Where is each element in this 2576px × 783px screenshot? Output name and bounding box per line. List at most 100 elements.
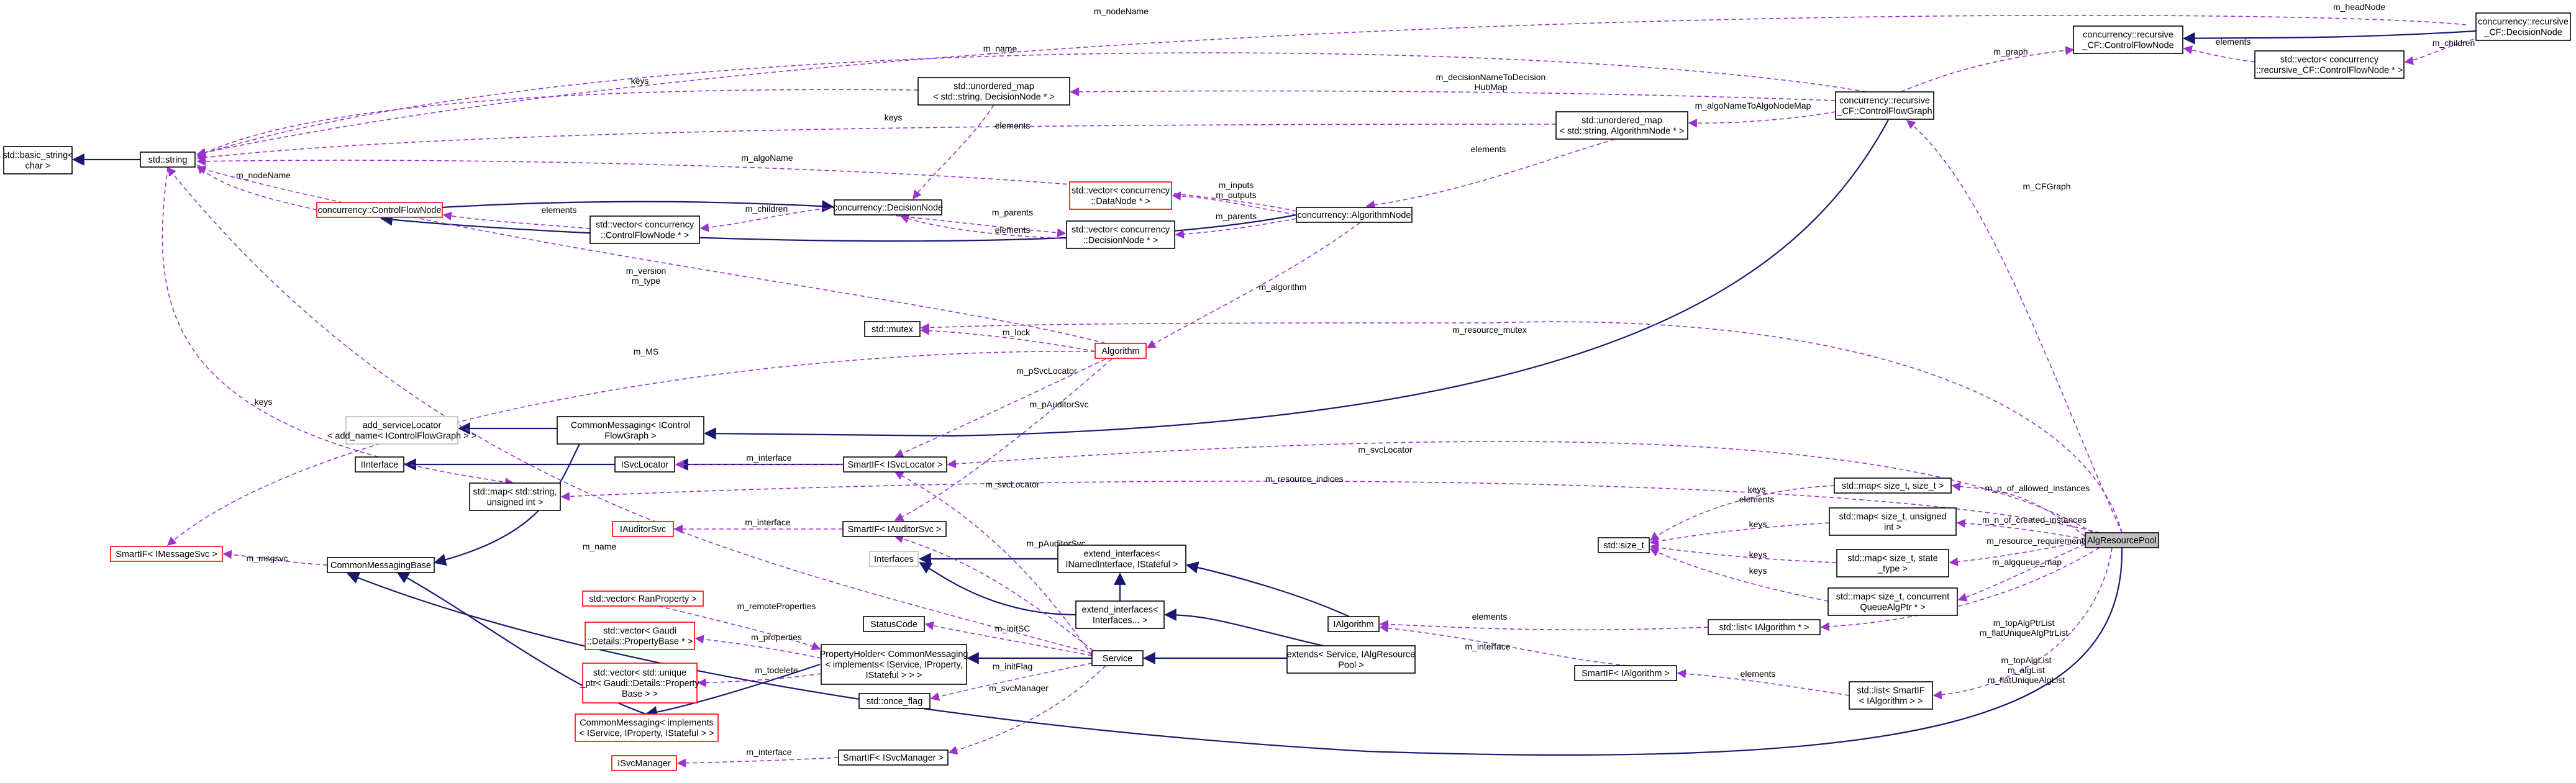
node-alg-resource-pool[interactable]: AlgResourcePool [2085,532,2159,548]
node-algorithm[interactable]: Algorithm [1095,343,1147,359]
node-extend-interfaces-dots[interactable]: extend_interfaces<Interfaces... > [1075,600,1165,629]
node-list-smartif[interactable]: std::list< SmartIF< IAlgorithm > > [1849,681,1933,710]
edge-label-m-topAlgList: m_algList [2008,665,2045,675]
node-map-size-t-state[interactable]: std::map< size_t, state_type > [1836,549,1949,577]
inheritance-edge-16 [1164,609,1324,647]
node-label: extends< Service, IAlgResource [1287,650,1416,660]
node-recursive-cfn[interactable]: concurrency::recursive_CF::ControlFlowNo… [2073,25,2183,54]
node-recursive-cfg[interactable]: concurrency::recursive_CF::ControlFlowGr… [1835,91,1934,120]
node-box [1066,220,1175,249]
node-recursive-decision-node[interactable]: concurrency::recursive_CF::DecisionNode [2475,12,2571,41]
node-smartif-ialgorithm[interactable]: SmartIF< IAlgorithm > [1574,665,1677,681]
usage-edge-49 [560,481,2100,533]
edge-label-m-topAlgList: m_flatUniqueAlgList [1988,675,2065,685]
node-ialgorithm[interactable]: IAlgorithm [1327,616,1380,632]
node-label: Base > > [622,689,658,699]
edge-label-m-resource-requirements: m_resource_requirements [1987,536,2088,546]
node-label: Pool > [1338,661,1364,671]
node-label: SmartIF< ISvcLocator > [847,460,942,470]
node-vector-unique-ptr[interactable]: std::vector< std::unique_ptr< Gaudi::Det… [580,663,699,704]
node-service[interactable]: Service [1091,650,1144,666]
node-unordered-map-algorithm[interactable]: std::unordered_map< std::string, Algorit… [1555,111,1688,140]
node-label: StatusCode [870,620,917,630]
usage-edge-40 [1146,222,1361,348]
node-box [1827,587,1958,616]
node-smartif-isvclocator[interactable]: SmartIF< ISvcLocator > [843,456,947,473]
node-map-size-t-size-t[interactable]: std::map< size_t, size_t > [1834,477,1952,494]
node-once-flag[interactable]: std::once_flag [858,693,931,709]
node-label: std::basic_string< [2,151,73,161]
node-label: < std::string, DecisionNode * > [933,93,1055,102]
node-algorithm-node[interactable]: concurrency::AlgorithmNode [1296,207,1413,223]
edge-label-m-interface-ism: m_interface [746,747,791,757]
node-extend-interfaces-named[interactable]: extend_interfaces<INamedInterface, IStat… [1057,545,1186,573]
edge-label-m-children-top: m_children [2433,38,2475,48]
node-label: Interfaces... > [1093,616,1147,626]
node-interfaces[interactable]: Interfaces [869,551,919,567]
node-vector-data-node[interactable]: std::vector< concurrency::DataNode * > [1069,181,1172,210]
node-box [575,713,719,742]
node-vector-cfn[interactable]: std::vector< concurrency::ControlFlowNod… [589,215,700,244]
usage-edge-22 [196,52,1867,158]
node-label: concurrency::recursive [1839,96,1930,106]
node-unordered-map-decision[interactable]: std::unordered_map< std::string, Decisio… [917,77,1070,106]
node-isvc-locator[interactable]: ISvcLocator [614,456,675,473]
node-add-service-locator[interactable]: add_serviceLocator< add_name< IControlFl… [327,416,476,445]
node-iauditor-svc[interactable]: IAuditorSvc [612,521,674,537]
node-iinterface[interactable]: IInterface [355,456,404,473]
node-common-messaging-base[interactable]: CommonMessagingBase [327,557,435,573]
node-smartif-iauditorsvc[interactable]: SmartIF< IAuditorSvc > [842,521,947,537]
node-status-code[interactable]: StatusCode [863,616,925,632]
node-mutex[interactable]: std::mutex [864,321,921,337]
node-vector-property-base[interactable]: std::vector< Gaudi::Details::PropertyBas… [585,622,695,650]
edge-label-m-headNode: m_headNode [2333,2,2385,12]
edge-label-m-pSvcLocator: m_pSvcLocator [1016,366,1077,376]
node-label: std::vector< std::unique [593,668,686,678]
edge-label-elements-smartif: elements [1741,669,1776,679]
node-string[interactable]: std::string [140,152,196,168]
node-label: IInterface [361,460,398,470]
usage-edge-41 [920,321,2123,533]
usage-edge-36 [1175,218,1297,239]
node-label: std::map< std::string, [473,487,557,497]
node-label: ::DataNode * > [1091,197,1150,207]
node-box [1286,645,1416,674]
node-box [1296,207,1413,223]
node-box [917,77,1070,106]
node-property-holder[interactable]: PropertyHolder< CommonMessaging< impleme… [820,644,968,685]
node-box [834,199,942,215]
node-size-t[interactable]: std::size_t [1598,537,1650,553]
node-basic-string[interactable]: std::basic_string<char > [2,146,73,174]
node-vector-decision-node[interactable]: std::vector< concurrency::DecisionNode *… [1066,220,1175,249]
node-isvc-manager[interactable]: ISvcManager [611,755,677,771]
node-box [611,755,677,771]
usage-edge-67 [930,663,1093,701]
usage-edge-23 [1900,46,2075,93]
node-vector-ranproperty[interactable]: std::vector< RanProperty > [582,591,704,607]
node-decision-node[interactable]: concurrency::DecisionNode [833,199,943,215]
node-vector-recursive-cfn[interactable]: std::vector< concurrency::recursive_CF::… [2254,50,2405,79]
node-smartif-imessagesvc[interactable]: SmartIF< IMessageSvc > [110,546,223,562]
usage-edge-24 [196,89,919,157]
edge-label-m-interface-ialg: m_interface [1465,641,1510,651]
edge-label-m-topAlgList: m_topAlgList [2001,655,2052,665]
node-common-messaging-implements[interactable]: CommonMessaging< implements< IService, I… [575,713,719,742]
usage-edge-69 [697,673,822,687]
edge-label-m-svcManager: m_svcManager [989,683,1049,693]
node-control-flow-node[interactable]: concurrency::ControlFlowNode [316,202,443,218]
usage-edge-25 [1070,87,1836,101]
node-layer: std::basic_string<char >std::stringstd::… [2,12,2571,771]
node-map-size-t-queue[interactable]: std::map< size_t, concurrentQueueAlgPtr … [1827,587,1958,616]
node-list-ialgorithm[interactable]: std::list< IAlgorithm * > [1708,619,1821,635]
usage-edge-21 [2183,45,2255,63]
usage-edge-52 [1649,485,1835,541]
node-common-messaging-icfg[interactable]: CommonMessaging< IControlFlowGraph > [557,416,704,445]
node-label: add_serviceLocator [363,421,442,431]
node-smartif-isvcmanager[interactable]: SmartIF< ISvcManager > [838,749,949,766]
node-label: std::string [148,155,188,165]
node-map-string-uint[interactable]: std::map< std::string,unsigned int > [469,482,561,511]
edge-label-m-n-of-created-instances: m_n_of_created_instances [1982,515,2087,525]
usage-edge-57 [167,166,1093,654]
